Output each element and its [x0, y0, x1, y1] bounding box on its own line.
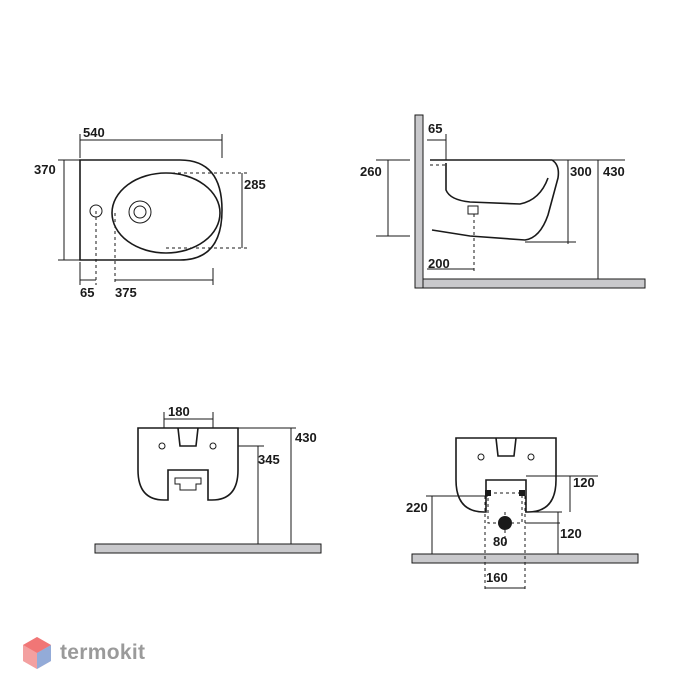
front-view-inner	[174, 477, 202, 491]
top-view-dim-370: 370	[34, 162, 56, 177]
side-view-drain	[467, 205, 479, 215]
front-view-dim-430: 430	[295, 430, 317, 445]
top-view-dim-375: 375	[115, 285, 137, 300]
rear-view: 120 120 220 80 160	[406, 437, 639, 592]
rear-view-outline	[455, 437, 557, 513]
side-view: 65 260 300 430 200	[360, 114, 646, 289]
top-view-dim-65: 65	[80, 285, 94, 300]
top-view: 540 370 285 65 375	[34, 125, 266, 300]
rear-view-center-cutout	[495, 437, 517, 457]
rear-view-bolt-square-tr	[519, 490, 525, 496]
watermark-text: termokit	[60, 641, 146, 664]
side-view-floor	[422, 278, 646, 289]
front-view-outline	[137, 427, 239, 501]
watermark: termokit	[22, 636, 145, 670]
side-view-dim-260: 260	[360, 164, 382, 179]
front-view-center-cutout	[177, 427, 199, 447]
side-view-dim-65: 65	[428, 121, 442, 136]
top-view-bowl	[111, 172, 221, 254]
top-view-drain-inner	[133, 205, 147, 219]
side-view-outline	[430, 159, 560, 241]
front-view-dim-180: 180	[168, 404, 190, 419]
side-view-wall	[414, 114, 424, 289]
rear-view-bolt-right	[527, 453, 535, 461]
side-view-dim-430: 430	[603, 164, 625, 179]
termokit-logo-icon	[23, 637, 51, 669]
top-view-dim-540: 540	[83, 125, 105, 140]
front-view: 180 345 430	[94, 404, 322, 554]
top-view-dim-285: 285	[244, 177, 266, 192]
rear-view-dim-220: 220	[406, 500, 428, 515]
front-view-bolt-left	[158, 442, 166, 450]
rear-view-dim-120-upper: 120	[573, 475, 595, 490]
top-view-drain-outer	[128, 200, 152, 224]
rear-view-dim-160: 160	[486, 570, 508, 585]
rear-view-dim-120-lower: 120	[560, 526, 582, 541]
side-view-bowl	[445, 163, 549, 205]
rear-view-dim-80: 80	[493, 534, 507, 549]
side-view-dim-300: 300	[570, 164, 592, 179]
top-view-outline	[79, 159, 223, 261]
rear-view-bolt-left	[477, 453, 485, 461]
side-view-dim-200: 200	[428, 256, 450, 271]
front-view-bolt-right	[209, 442, 217, 450]
front-view-floor	[94, 543, 322, 554]
front-view-dim-345: 345	[258, 452, 280, 467]
